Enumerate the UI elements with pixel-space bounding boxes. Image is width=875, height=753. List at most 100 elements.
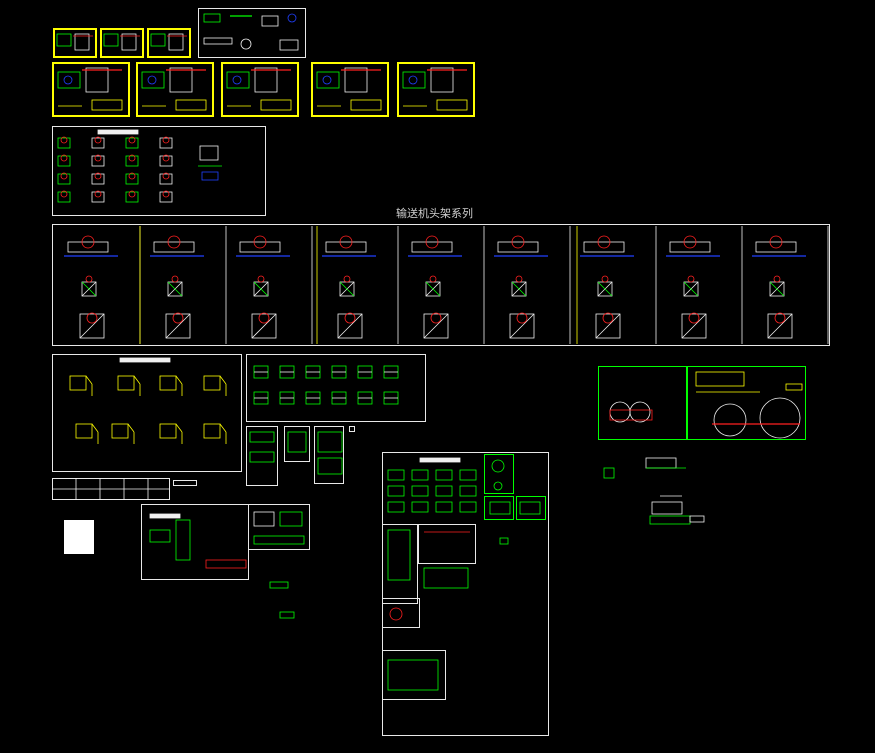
sheet-yellow-3[interactable]: [221, 62, 299, 117]
sheet-green-tunnel[interactable]: [598, 366, 806, 440]
sheet-yellow-4[interactable]: [311, 62, 389, 117]
cad-circle: [597, 235, 611, 249]
cad-line: [81, 281, 97, 297]
cad-rect: [279, 611, 295, 619]
cad-rect: [56, 33, 72, 47]
cad-circle: [162, 172, 170, 180]
cad-rect: [199, 145, 219, 161]
cad-rect: [459, 485, 477, 497]
cad-rect: [411, 469, 429, 481]
cad-circle: [257, 275, 265, 283]
cad-circle: [759, 397, 801, 439]
cad-rect: [141, 71, 165, 89]
cad-circle: [287, 13, 297, 23]
sheet-yellow-small-3[interactable]: [147, 28, 191, 58]
cad-line: [175, 423, 183, 433]
cad-rect: [159, 423, 177, 439]
cad-rect: [459, 469, 477, 481]
cad-line: [425, 281, 441, 297]
cad-rect: [419, 457, 461, 463]
cad-rect: [91, 191, 105, 203]
cad-line: [253, 281, 269, 297]
sheet-tiny-mark[interactable]: [349, 426, 355, 432]
cad-circle: [258, 312, 270, 324]
sheet-small-detail-c[interactable]: [314, 426, 344, 484]
cad-circle: [430, 312, 442, 324]
cad-circle: [769, 235, 783, 249]
cad-rect: [121, 33, 137, 51]
sheet-green-tunnel-divider: [686, 366, 688, 440]
cad-rect: [149, 513, 181, 519]
cad-rect: [169, 67, 193, 93]
cad-circle: [344, 312, 356, 324]
cad-circle: [493, 481, 503, 491]
cad-rect: [411, 485, 429, 497]
cad-rect: [125, 155, 139, 167]
cad-circle: [171, 275, 179, 283]
cad-rect: [411, 501, 429, 513]
cad-rect: [317, 431, 343, 453]
cad-line: [127, 423, 135, 433]
cad-circle: [322, 75, 332, 85]
cad-circle: [60, 172, 68, 180]
sheet-yellow-1[interactable]: [52, 62, 130, 117]
sheet-green-detail-3[interactable]: [516, 496, 546, 520]
cad-rect: [269, 581, 289, 589]
cad-line: [251, 313, 277, 339]
cad-rect: [435, 485, 453, 497]
cad-circle: [86, 312, 98, 324]
sheet-inner-a[interactable]: [382, 524, 418, 604]
sheet-yellow-2[interactable]: [136, 62, 214, 117]
sheet-small-detail-a[interactable]: [246, 426, 278, 486]
sheet-yellow-5[interactable]: [397, 62, 475, 117]
sheet-small-detail-b[interactable]: [284, 426, 310, 462]
cad-rect: [423, 567, 469, 589]
cad-rect: [519, 501, 541, 515]
cad-rect: [350, 99, 382, 111]
cad-rect: [651, 501, 683, 515]
cad-rect: [681, 313, 707, 339]
cad-rect: [509, 313, 535, 339]
cad-rect: [609, 409, 653, 421]
sheet-green-detail-1[interactable]: [484, 454, 514, 494]
sheet-inner-c[interactable]: [382, 598, 420, 628]
sheet-table-note[interactable]: [173, 480, 197, 486]
sheet-chute-details[interactable]: [52, 354, 242, 472]
cad-rect: [435, 469, 453, 481]
cad-line: [683, 281, 699, 297]
cad-rect: [159, 375, 177, 391]
cad-circle: [81, 235, 95, 249]
cad-rect: [402, 71, 426, 89]
cad-circle: [60, 154, 68, 162]
sheet-green-detail-2[interactable]: [484, 496, 514, 520]
cad-rect: [411, 241, 453, 253]
sheet-parts-catalog[interactable]: [52, 126, 266, 216]
cad-rect: [279, 511, 303, 527]
cad-circle: [774, 312, 786, 324]
cad-rect: [430, 67, 454, 93]
sheet-inner-d[interactable]: [382, 650, 446, 700]
cad-rect: [251, 313, 277, 339]
cad-rect: [159, 155, 173, 167]
sheet-inner-b[interactable]: [418, 524, 476, 564]
cad-rect: [159, 191, 173, 203]
sheet-yellow-small-2[interactable]: [100, 28, 144, 58]
cad-circle: [94, 154, 102, 162]
cad-circle: [687, 275, 695, 283]
cad-rect: [287, 431, 307, 453]
sheet-yellow-small-1[interactable]: [53, 28, 97, 58]
cad-rect: [387, 501, 405, 513]
cad-rect: [175, 519, 191, 561]
cad-rect: [785, 383, 803, 391]
cad-circle: [60, 190, 68, 198]
sheet-assembly-detail[interactable]: [248, 504, 310, 550]
cad-line: [133, 375, 141, 385]
cad-rect: [85, 67, 109, 93]
sheet-top-overview[interactable]: [198, 8, 306, 58]
sheet-head-frame-series[interactable]: [52, 224, 830, 346]
sheet-component-grid[interactable]: [246, 354, 426, 422]
cad-rect: [79, 313, 105, 339]
cad-circle: [602, 312, 614, 324]
cad-rect: [261, 15, 279, 27]
